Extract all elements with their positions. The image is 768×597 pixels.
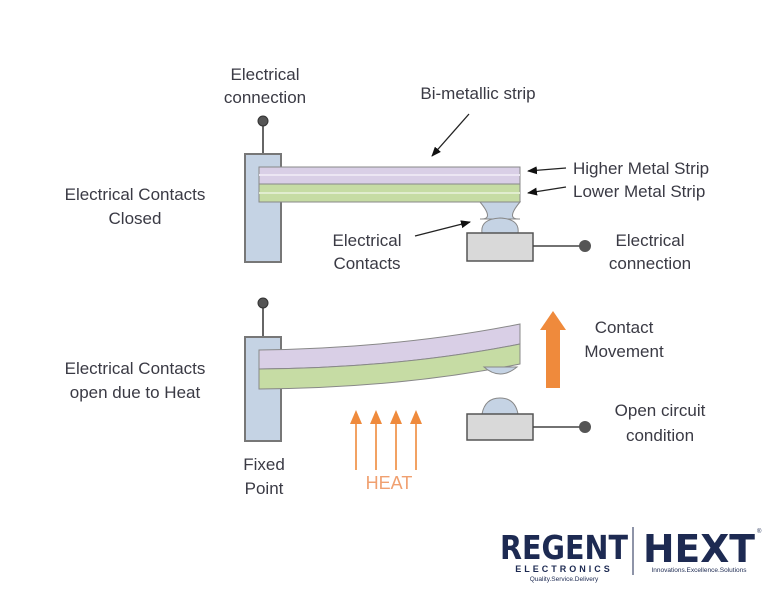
bimetallic-strip-closed [258, 166, 521, 203]
heat-arrow-icon [350, 410, 362, 424]
contacts-pointer-arrow [414, 220, 471, 237]
regent-tagline: Quality.Service.Delivery [530, 576, 599, 583]
electrical-connection-label-line2: connection [224, 88, 306, 107]
lower-contact [481, 397, 519, 415]
company-logo: REGENT ELECTRONICS Quality.Service.Deliv… [500, 527, 762, 583]
fixed-point-label-line2: Point [245, 479, 284, 498]
electrical-connection-right-label-line2: connection [609, 254, 691, 273]
higher-strip-pointer-arrow [527, 166, 567, 175]
contact-movement-arrow-icon [540, 311, 566, 388]
hext-tagline: Innovations.Excellence.Solutions [651, 567, 747, 574]
open-state-section: Electrical Contacts open due to Heat Con… [65, 297, 706, 498]
upper-contact [482, 366, 519, 375]
electrical-connection-label-line1: Electrical [231, 65, 300, 84]
contact-movement-label-line2: Movement [584, 342, 664, 361]
terminal-dot-icon [257, 115, 269, 127]
heat-arrow-icon [390, 410, 402, 424]
contact-base [466, 232, 534, 262]
open-circuit-label-line2: condition [626, 426, 694, 445]
heat-arrow-icon [370, 410, 382, 424]
electrical-contacts-label-line1: Electrical [333, 231, 402, 250]
regent-subtitle: ELECTRONICS [515, 564, 613, 574]
terminal-dot-icon [579, 240, 591, 252]
lower-metal-strip [258, 343, 521, 390]
closed-state-label-line2: Closed [109, 209, 162, 228]
regent-logo-text: REGENT [500, 528, 628, 567]
upper-contact [478, 201, 522, 220]
electrical-connection-right-label-line1: Electrical [616, 231, 685, 250]
hext-logo-text: HEXT [643, 527, 755, 571]
bimetallic-strip-bent [258, 323, 521, 390]
contact-movement-label-line1: Contact [595, 318, 654, 337]
open-state-label-line1: Electrical Contacts [65, 359, 206, 378]
closed-state-label-line1: Electrical Contacts [65, 185, 206, 204]
bimetallic-strip-label: Bi-metallic strip [420, 84, 535, 103]
contact-base [466, 413, 534, 441]
open-circuit-label-line1: Open circuit [615, 401, 706, 420]
electrical-contacts-label-line2: Contacts [333, 254, 400, 273]
lower-contact [481, 217, 519, 234]
heat-arrows [350, 410, 422, 470]
open-state-label-line2: open due to Heat [70, 383, 201, 402]
higher-metal-strip-label: Higher Metal Strip [573, 159, 709, 178]
terminal-dot-icon [257, 297, 269, 309]
lower-metal-strip-label: Lower Metal Strip [573, 182, 705, 201]
fixed-point-label-line1: Fixed [243, 455, 285, 474]
lower-strip-pointer-arrow [527, 186, 567, 196]
heat-label: HEAT [366, 473, 413, 493]
heat-arrow-icon [410, 410, 422, 424]
closed-state-section: Electrical connection Bi-metallic strip … [65, 65, 709, 273]
terminal-dot-icon [579, 421, 591, 433]
hext-registered-mark: ® [757, 528, 762, 535]
strip-pointer-arrow [431, 113, 470, 157]
